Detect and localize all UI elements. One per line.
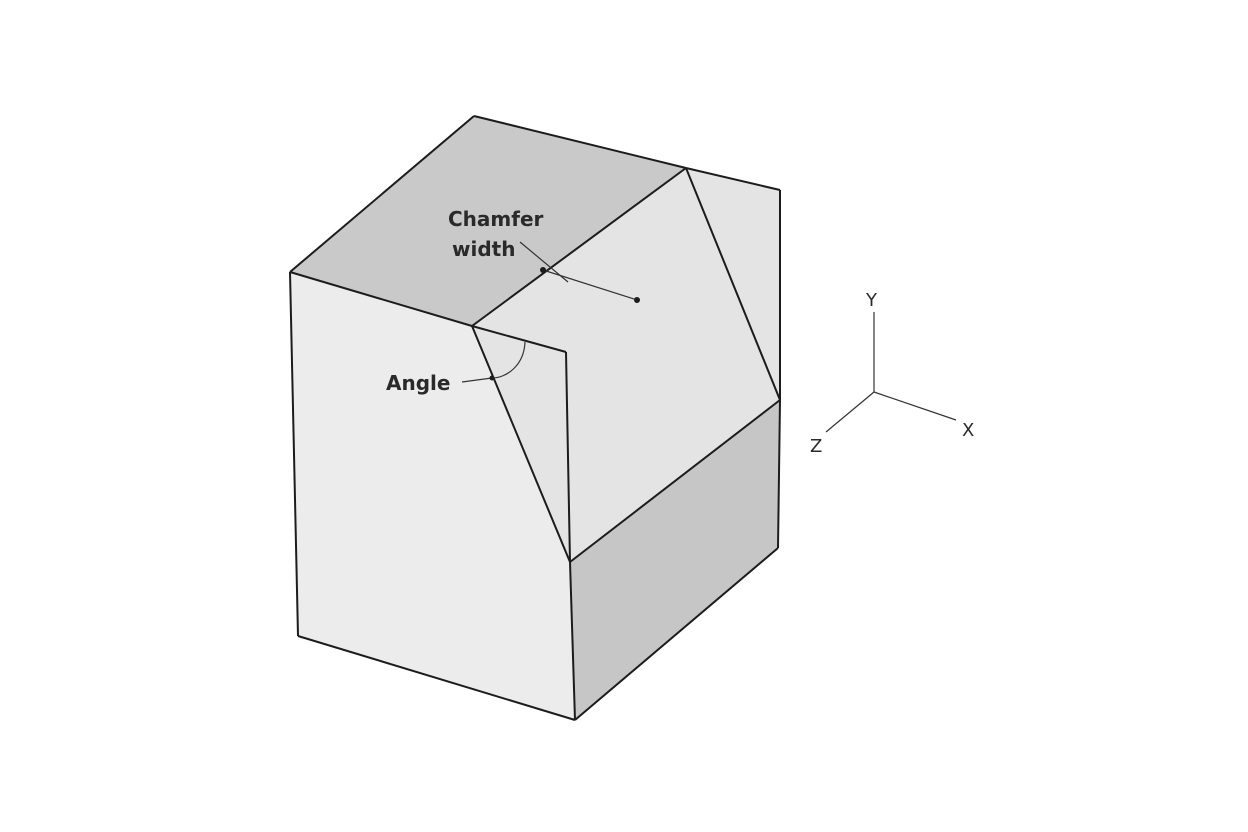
chamfer-point-b	[634, 297, 640, 303]
angle-label: Angle	[386, 371, 450, 395]
cube-edges	[289, 115, 781, 721]
angle-marker	[461, 341, 526, 383]
chamfer-width-label-line2: width	[452, 237, 515, 261]
angle-point	[489, 375, 495, 381]
axis-y-label: Y	[865, 290, 878, 311]
coordinate-axes: Y X Z	[810, 290, 974, 457]
chamfer-point-a	[540, 267, 546, 273]
axis-z-label: Z	[810, 436, 822, 457]
chamfer-face-top	[472, 168, 780, 562]
chamfer-width-label-line1: Chamfer	[448, 207, 544, 231]
right-face	[570, 400, 780, 720]
front-face	[290, 272, 575, 720]
axis-x-label: X	[962, 420, 974, 441]
chamfer-width-dimension	[519, 241, 640, 303]
top-face	[290, 116, 686, 326]
